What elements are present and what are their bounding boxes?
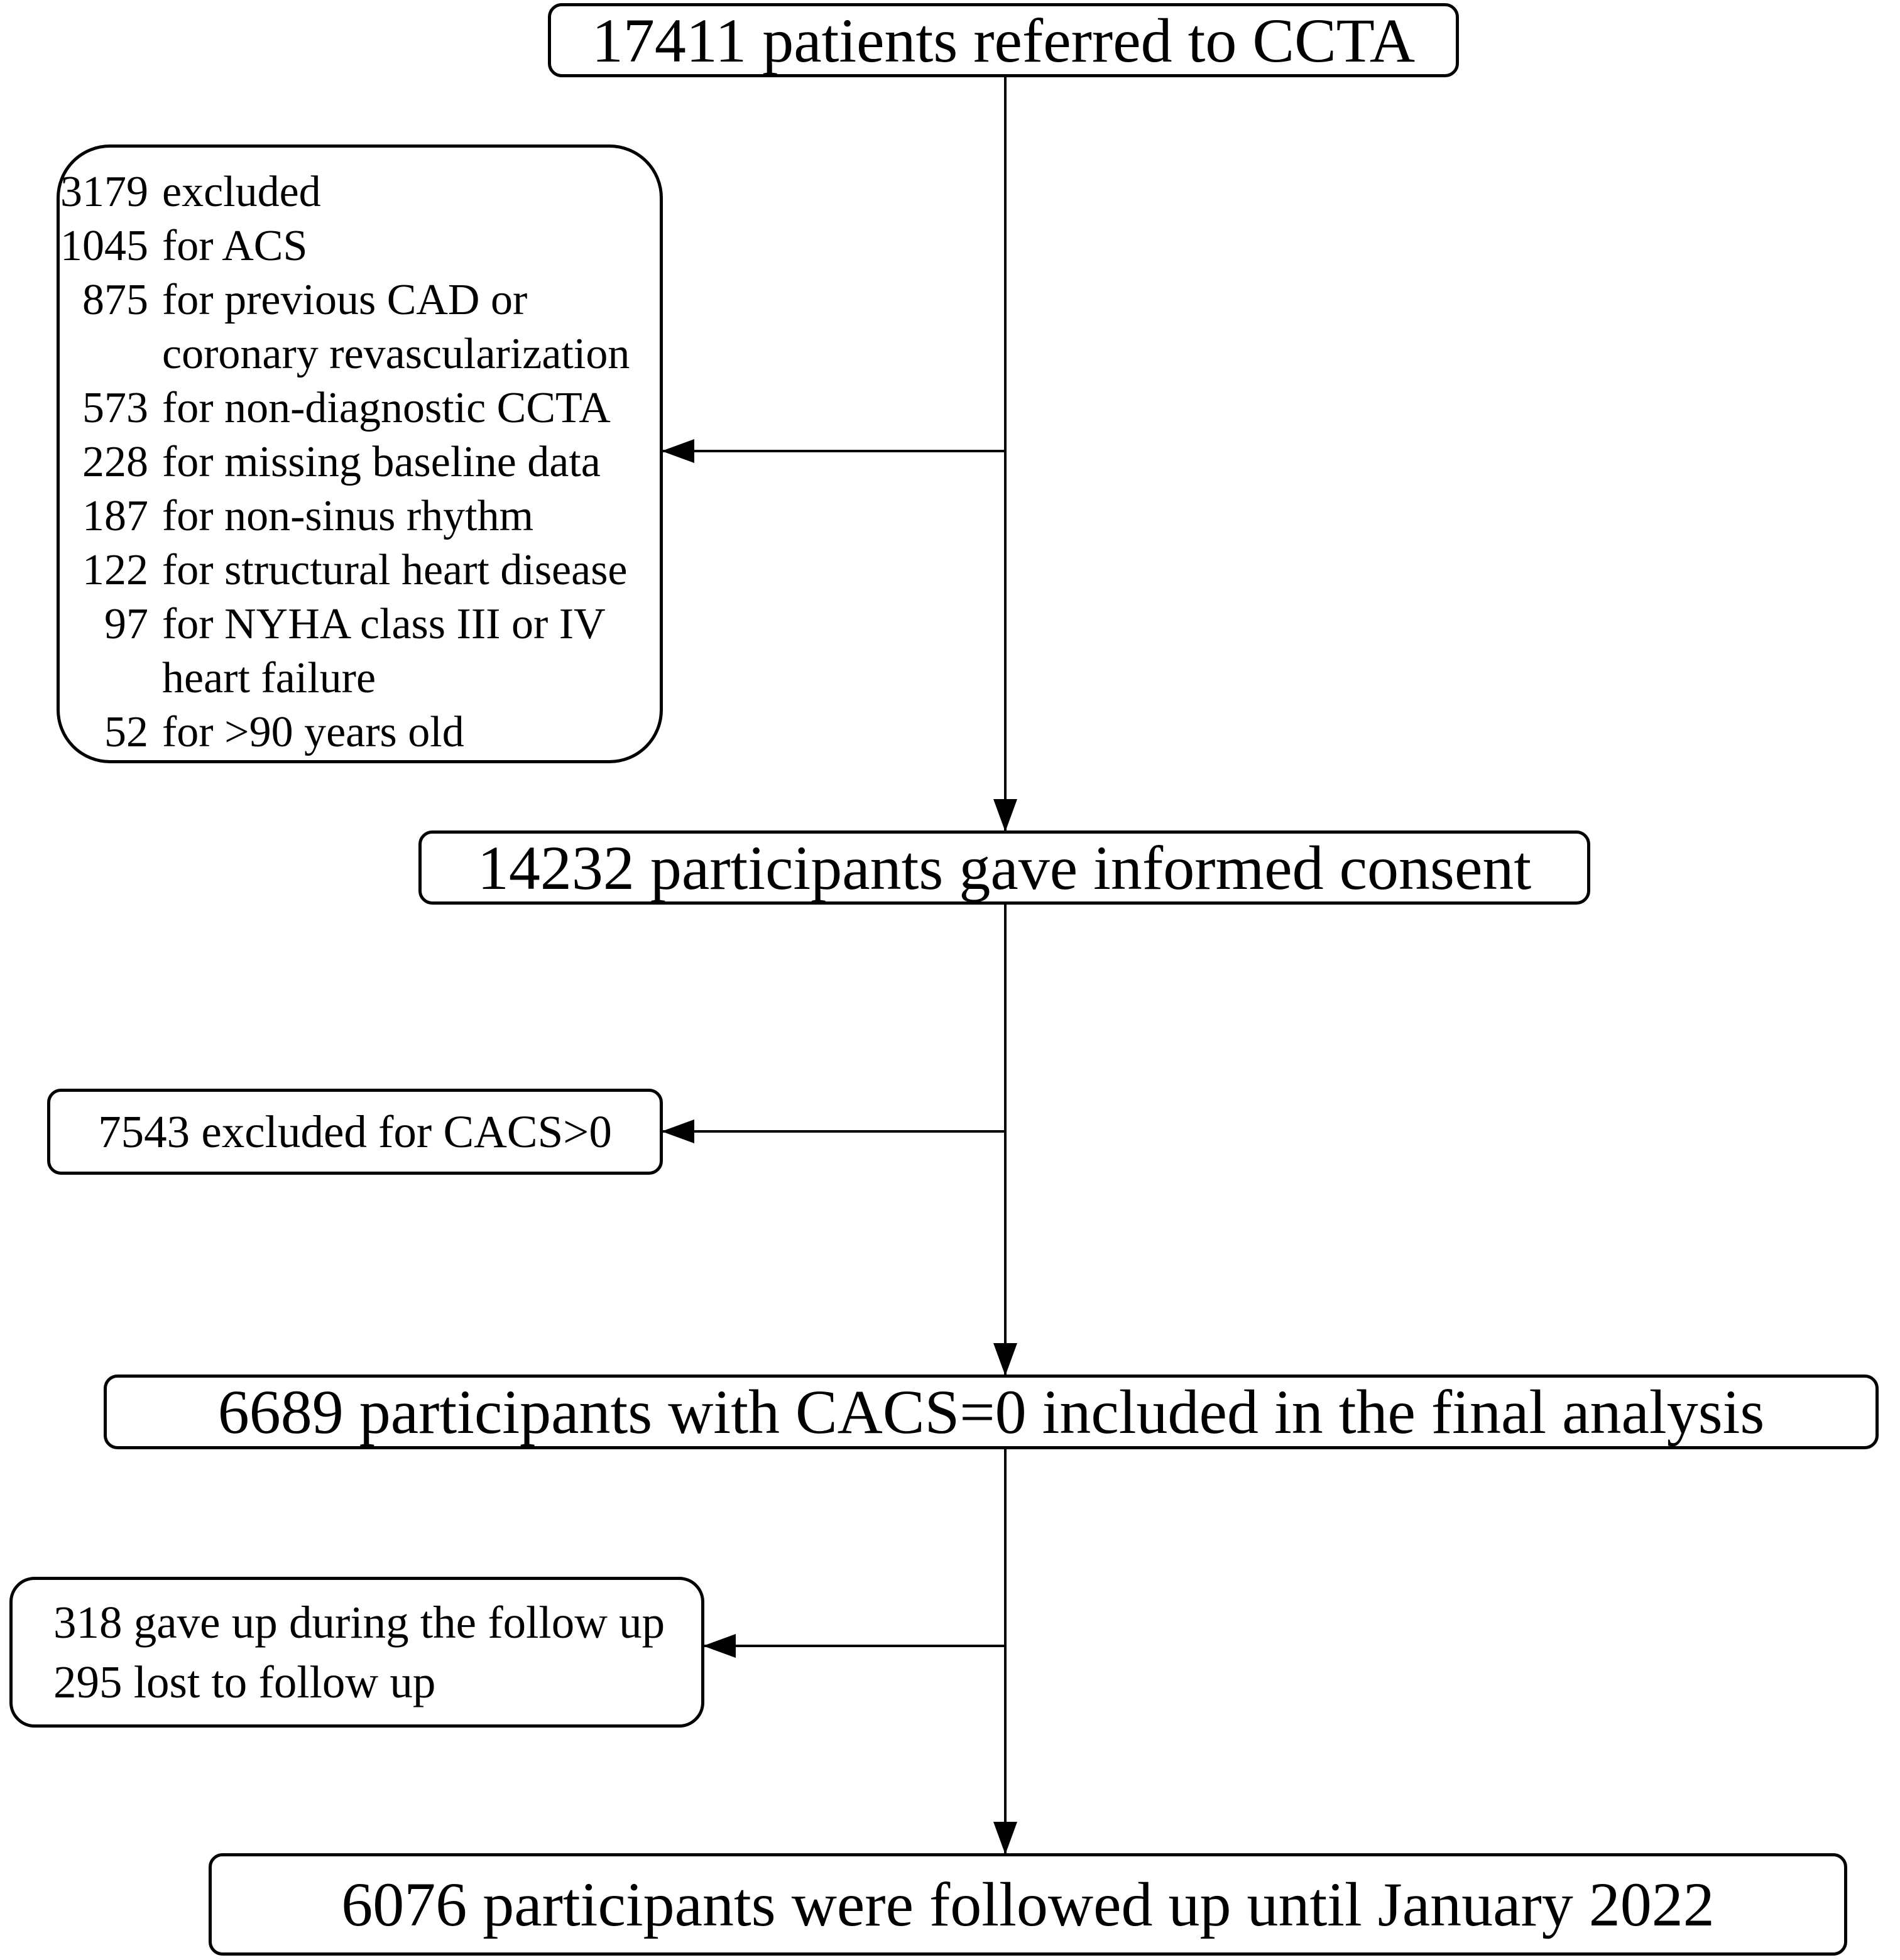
arrowhead-into-excluded-box [662, 439, 694, 463]
excluded-item-count: 122 [82, 546, 148, 594]
excluded-item-text: for non-sinus rhythm [162, 492, 534, 540]
arrowhead-into-followup-loss-box [703, 1634, 736, 1658]
referred-box: 17411 patients referred to CCTA [548, 3, 1459, 77]
excluded-item-count: 573 [82, 384, 148, 432]
excluded-item-text: for non-diagnostic CCTA [162, 384, 611, 432]
excluded-item-text: for previous CAD or [162, 276, 528, 324]
excluded-item-text: for structural heart disease [162, 546, 628, 594]
excluded-item-count: 97 [104, 600, 148, 648]
excluded-item-text: for >90 years old [162, 708, 464, 756]
excluded-item-count: 3179 [60, 168, 148, 216]
analysis-box: 6689 participants with CACS=0 included i… [104, 1375, 1879, 1449]
excluded-item-count-spacer [60, 651, 148, 705]
excluded-item-count: 187 [82, 492, 148, 540]
connector-branch-excluded [663, 450, 1005, 452]
excluded-list: 3179 excluded 1045 for ACS 875 for previ… [60, 148, 660, 760]
referred-text: 17411 patients referred to CCTA [591, 5, 1416, 75]
excluded-item-count: 228 [82, 438, 148, 486]
excluded-item-text: for NYHA class III or IV [162, 600, 606, 648]
connector-branch-cacs-excluded [663, 1130, 1005, 1133]
arrowhead-into-consent-box [993, 799, 1017, 832]
connector-referred-to-consent [1004, 77, 1007, 830]
followed-box: 6076 participants were followed up until… [209, 1853, 1847, 1956]
excluded-item-text-continuation: heart failure [162, 654, 376, 702]
consent-text: 14232 participants gave informed consent [477, 832, 1532, 903]
excluded-item-text-continuation: coronary revascularization [162, 330, 630, 378]
analysis-text: 6689 participants with CACS=0 included i… [217, 1377, 1765, 1447]
excluded-item-text: for missing baseline data [162, 438, 601, 486]
connector-branch-followup-loss [704, 1645, 1005, 1647]
cacs-excluded-text: 7543 excluded for CACS>0 [98, 1106, 612, 1157]
cacs-excluded-box: 7543 excluded for CACS>0 [47, 1089, 663, 1175]
followup-loss-box: 318 gave up during the follow up 295 los… [9, 1577, 704, 1728]
consent-box: 14232 participants gave informed consent [418, 830, 1590, 905]
excluded-item-count: 52 [104, 708, 148, 756]
connector-consent-to-analysis [1004, 905, 1007, 1375]
arrowhead-into-analysis-box [993, 1343, 1017, 1376]
arrowhead-into-cacs-excluded-box [662, 1119, 694, 1143]
excluded-item-count: 875 [82, 276, 148, 324]
followed-text: 6076 participants were followed up until… [341, 1870, 1715, 1939]
excluded-box: 3179 excluded 1045 for ACS 875 for previ… [57, 144, 663, 763]
excluded-item-text: excluded [162, 168, 321, 216]
excluded-item-text: for ACS [162, 222, 308, 270]
arrowhead-into-followed-box [993, 1822, 1017, 1854]
followup-loss-line: 318 gave up during the follow up [53, 1597, 665, 1648]
excluded-item-count-spacer [60, 327, 148, 381]
connector-analysis-to-followed [1004, 1449, 1007, 1853]
excluded-item-count: 1045 [60, 222, 148, 270]
followup-loss-line: 295 lost to follow up [53, 1657, 436, 1707]
